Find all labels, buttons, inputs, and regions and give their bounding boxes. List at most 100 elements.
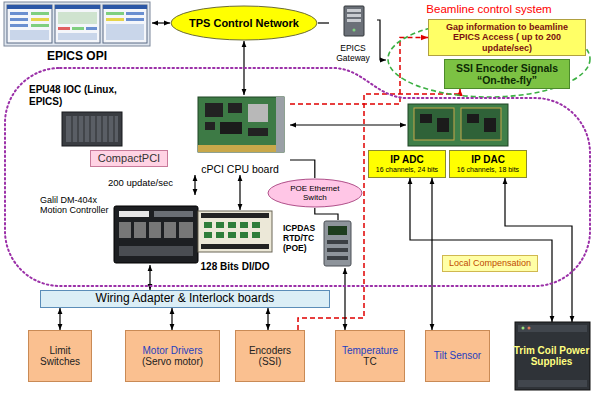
chassis-picture bbox=[90, 116, 91, 142]
node-text: IP DAC bbox=[471, 154, 505, 166]
node-text: EPICS OPI bbox=[47, 50, 107, 64]
rtd-module-picture bbox=[327, 248, 348, 252]
opi-screenshot bbox=[103, 5, 147, 9]
node-text: TC bbox=[363, 356, 376, 368]
rtd-module-picture bbox=[324, 221, 351, 266]
connector bbox=[171, 308, 172, 330]
network-ellipse: TPS Control Network bbox=[170, 5, 318, 41]
rate-label: 200 update/sec bbox=[108, 178, 173, 189]
dac-box: IP DAC16 channels, 18 bits bbox=[449, 150, 527, 178]
label-holder: 200 update/sec bbox=[108, 178, 173, 189]
opi-screenshot bbox=[106, 18, 124, 21]
carrier-link-arrow bbox=[290, 125, 406, 126]
ellipse-outline bbox=[171, 6, 317, 40]
node-text: Trim Coil Power Supplies bbox=[511, 345, 592, 368]
opi-screenshot bbox=[58, 12, 97, 24]
connector bbox=[318, 22, 329, 23]
gateway-server bbox=[344, 6, 364, 36]
device-box: Tilt Sensor bbox=[425, 330, 490, 382]
opi-screenshot bbox=[10, 18, 28, 21]
ip-carrier-picture bbox=[484, 118, 496, 132]
dio-board-picture bbox=[252, 232, 260, 238]
dio-board-picture bbox=[204, 222, 212, 228]
node-text: Limit Switches bbox=[32, 345, 88, 368]
cpu-board-picture bbox=[205, 103, 223, 117]
cpu-board-picture bbox=[228, 103, 242, 113]
motion-controller-picture bbox=[114, 206, 198, 263]
ip-carrier-picture bbox=[467, 114, 479, 123]
gateway-server bbox=[353, 29, 356, 32]
dio-board-picture bbox=[201, 244, 269, 249]
opi-screenshot bbox=[31, 12, 49, 15]
opi-screenshot bbox=[4, 2, 150, 46]
power-supply-node: Trim Coil Power Supplies bbox=[511, 322, 592, 390]
connector bbox=[59, 308, 60, 330]
chassis-picture bbox=[84, 116, 85, 142]
node-text: EPU48 IOC (Linux, EPICS) bbox=[29, 84, 117, 107]
rtd-module-picture bbox=[327, 256, 348, 260]
chassis-picture bbox=[78, 116, 79, 142]
info-box: Gap information to beamline EPICS Access… bbox=[428, 19, 586, 56]
cpu-board-picture bbox=[276, 97, 284, 152]
dio-board-picture bbox=[240, 232, 248, 238]
connector bbox=[344, 268, 345, 330]
chassis-picture bbox=[72, 116, 73, 142]
node-text: Motor Drivers bbox=[142, 345, 202, 357]
screenshot-node: EPICS OPI bbox=[2, 0, 152, 64]
cpu-board-picture bbox=[198, 97, 284, 152]
node-text: ICPDAS RTD/TC (POE) bbox=[283, 224, 323, 253]
opi-screenshot bbox=[31, 24, 49, 27]
node-text: SSI Encoder Signals “On-the-fly” bbox=[448, 62, 566, 86]
chassis-picture bbox=[114, 116, 115, 142]
dio-board-node: 128 Bits DI/DO bbox=[196, 210, 274, 272]
dio-board-picture bbox=[228, 222, 236, 228]
node-text: 16 channels, 24 bits bbox=[376, 166, 438, 174]
opi-screenshot bbox=[103, 5, 147, 43]
gateway-server bbox=[347, 19, 361, 22]
node-text: IP ADC bbox=[390, 154, 423, 166]
device-box: Encoders(SSI) bbox=[235, 330, 305, 382]
connector bbox=[410, 178, 552, 322]
connector bbox=[152, 22, 170, 23]
ioc-group: EPU48 IOC (Linux, EPICS)CompactPCIcPCI C… bbox=[5, 68, 590, 286]
node-text: Galil DM-404x Motion Controller bbox=[40, 195, 112, 216]
adc-box: IP ADC16 channels, 24 bits bbox=[368, 150, 446, 178]
power-supply-picture bbox=[522, 327, 525, 330]
opi-screenshot bbox=[126, 12, 144, 15]
cpu-board-picture bbox=[198, 97, 284, 152]
opi-screenshot bbox=[10, 24, 28, 27]
dio-board-picture bbox=[201, 213, 269, 218]
connector bbox=[239, 175, 240, 210]
motion-controller-picture bbox=[119, 222, 131, 238]
dio-board-picture bbox=[252, 222, 260, 228]
opi-screenshot bbox=[7, 5, 52, 9]
cpu-board-picture bbox=[198, 145, 276, 152]
power-supply-picture bbox=[518, 380, 587, 387]
ellipse-outline bbox=[268, 179, 362, 207]
node-text: (Servo motor) bbox=[142, 356, 203, 368]
device-box: Limit Switches bbox=[28, 330, 92, 382]
node-text: 16 channels, 18 bits bbox=[457, 166, 519, 174]
chassis-picture bbox=[66, 116, 118, 142]
device-box: TemperatureTC bbox=[335, 330, 405, 382]
node-text: Gap information to beamline EPICS Access… bbox=[432, 22, 582, 53]
node-text: (SSI) bbox=[259, 356, 282, 368]
device-box: Motor Drivers(Servo motor) bbox=[125, 330, 220, 382]
chassis-picture bbox=[62, 112, 122, 146]
cpu-board-picture bbox=[220, 122, 242, 134]
opi-screenshot bbox=[58, 27, 70, 30]
group-outline-ellipse bbox=[388, 21, 590, 97]
node-text: Encoders bbox=[249, 345, 291, 357]
dio-board-picture bbox=[216, 232, 224, 238]
opi-screenshot bbox=[55, 5, 100, 9]
motion-controller-picture bbox=[119, 246, 193, 256]
opi-screenshot bbox=[106, 24, 144, 40]
node-text: Tilt Sensor bbox=[434, 350, 481, 362]
ip-carrier-picture bbox=[414, 108, 454, 140]
motion-controller-picture bbox=[179, 222, 193, 238]
ip-carrier-picture bbox=[408, 104, 508, 146]
node-text: Beamline control system bbox=[426, 3, 551, 16]
chassis-label-box: CompactPCI bbox=[90, 150, 168, 167]
motion-controller-picture bbox=[154, 211, 193, 217]
ip-carrier-picture bbox=[420, 114, 432, 123]
